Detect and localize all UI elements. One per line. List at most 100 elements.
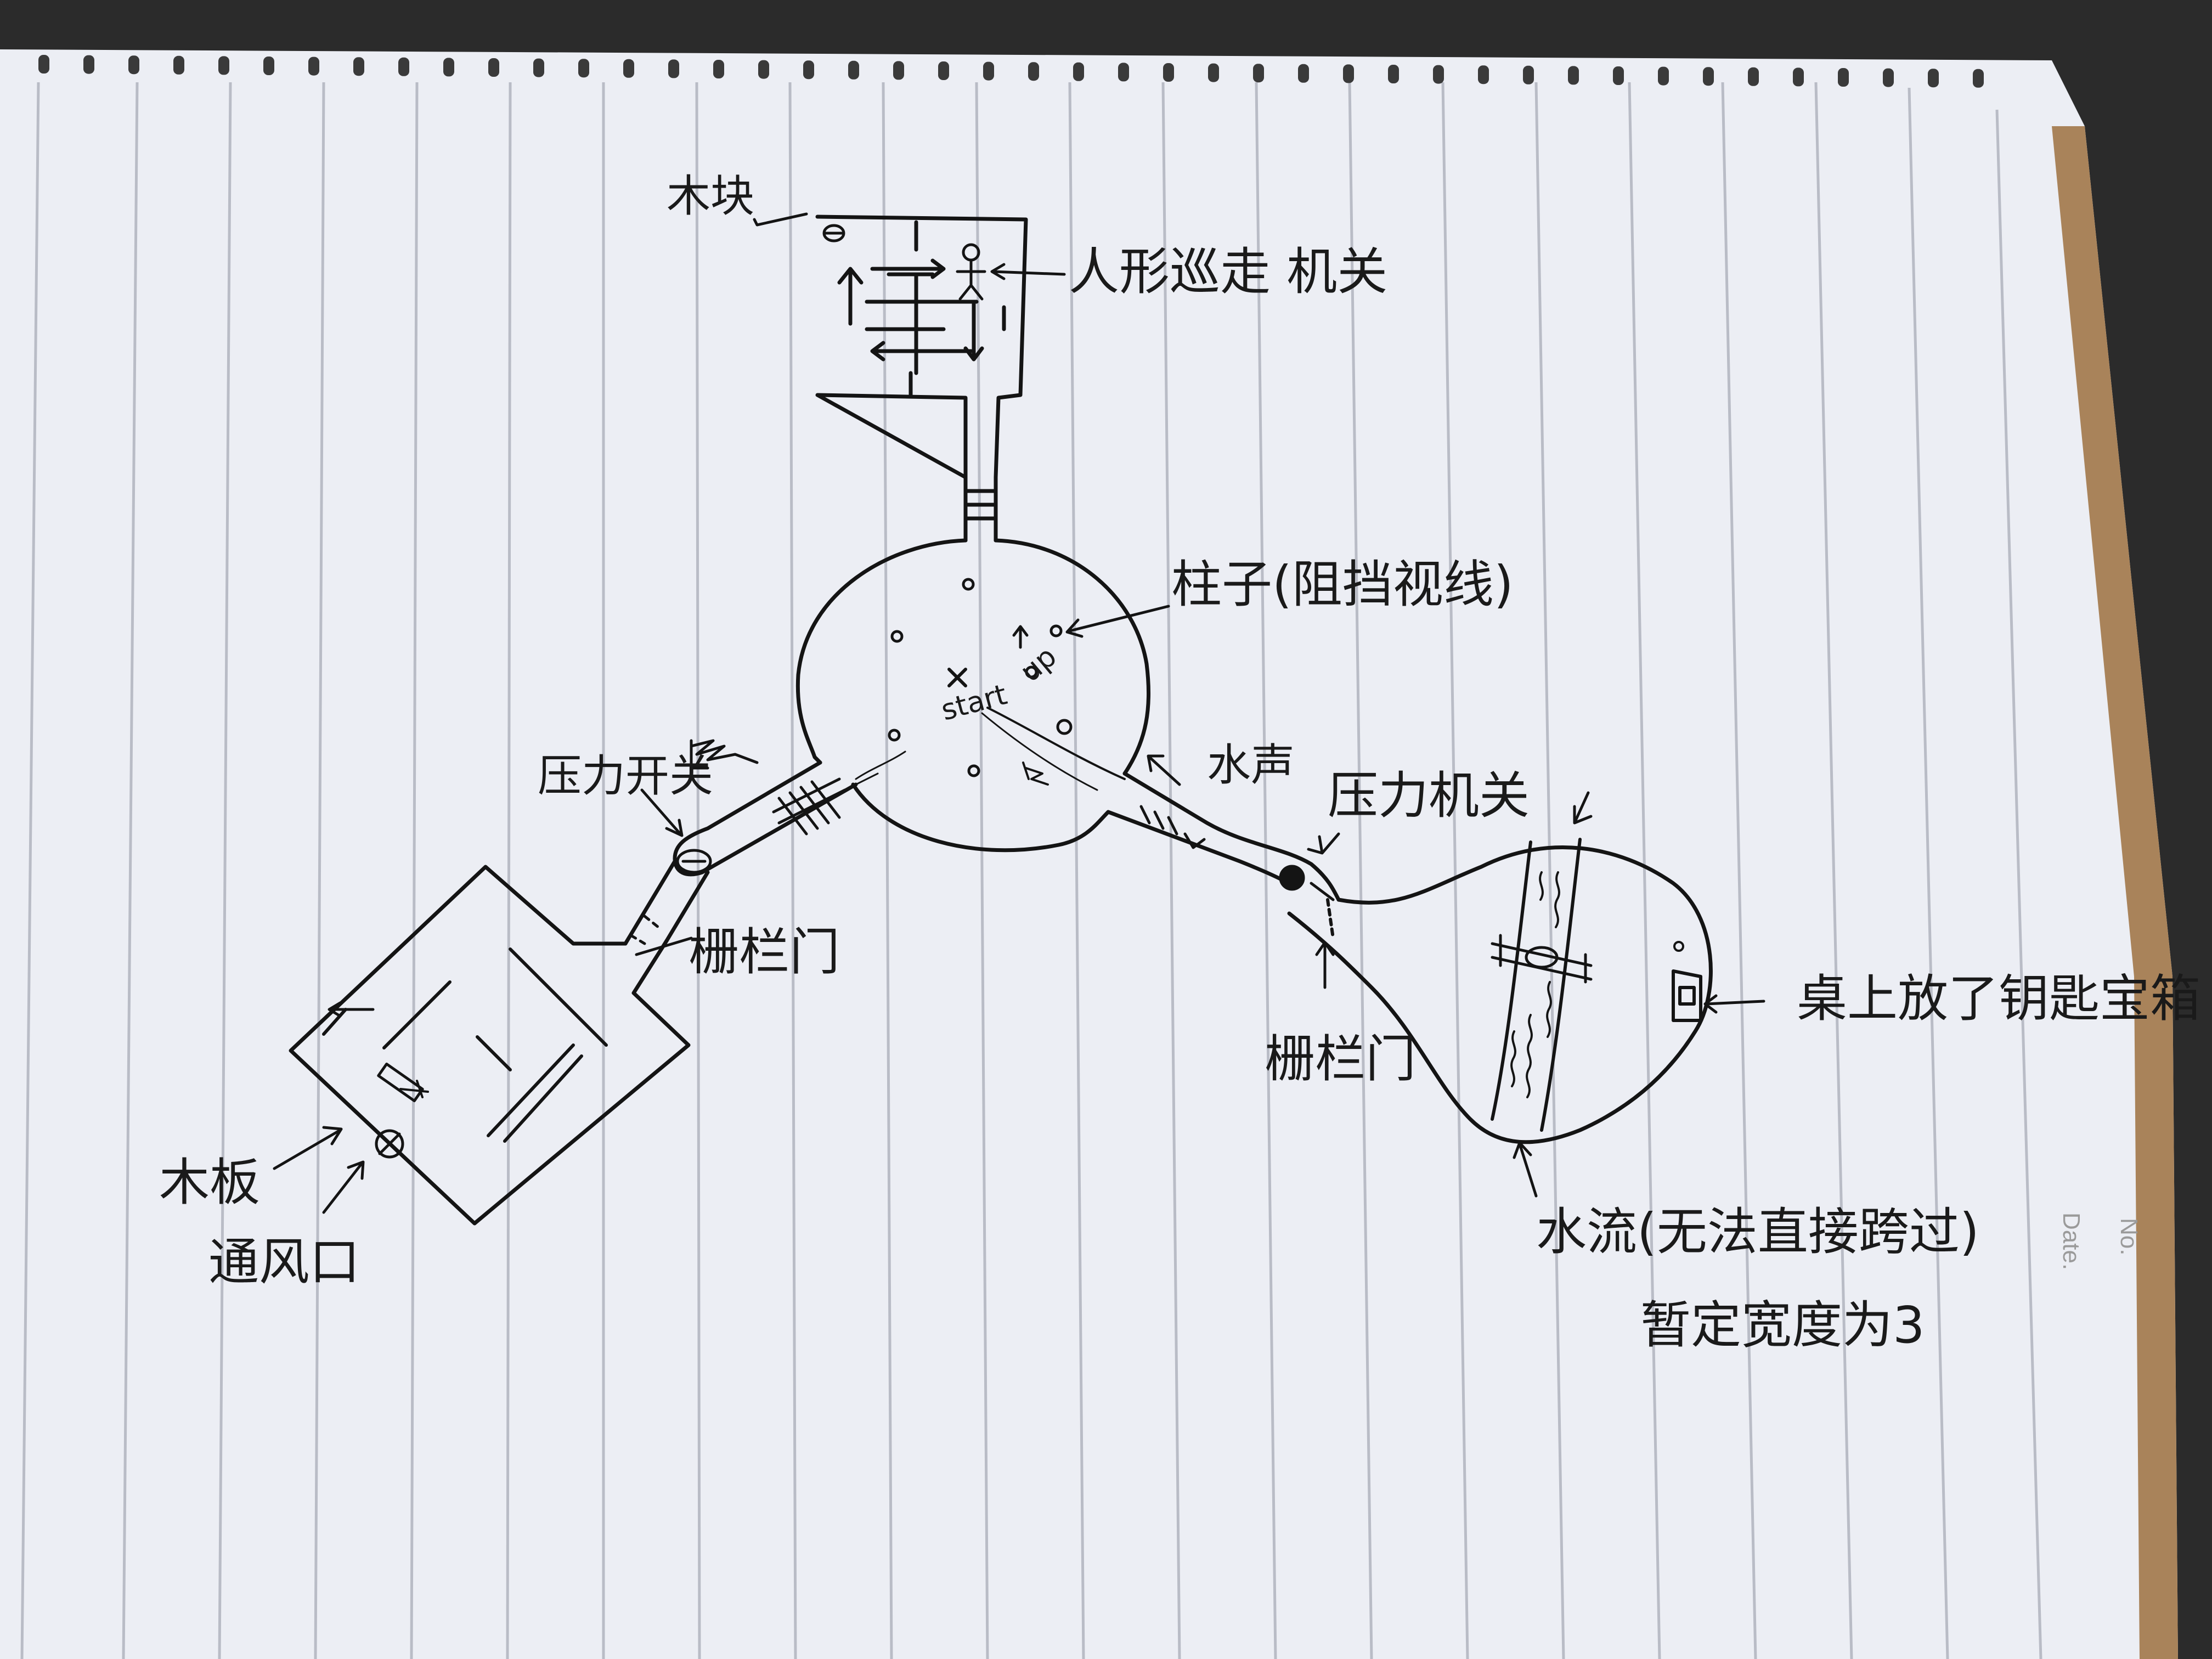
binding-hole	[308, 57, 319, 76]
binding-hole	[1838, 68, 1849, 87]
arrow-icon	[322, 1160, 365, 1214]
binding-hole	[893, 61, 904, 80]
label-width-note: 暂定宽度为3	[1640, 1296, 1925, 1355]
pressure-plate-right-icon	[1279, 865, 1305, 891]
label-pressure-switch-right: 压力机关	[1328, 766, 1530, 825]
arrow-icon	[1065, 605, 1170, 638]
left-corridor-grate	[772, 777, 847, 836]
binding-hole	[38, 55, 49, 74]
binding-hole	[353, 57, 364, 76]
binding-hole	[1658, 66, 1669, 86]
ruled-lines	[20, 82, 2042, 1659]
binding-hole	[713, 60, 724, 78]
top-corridor-walls	[963, 475, 998, 543]
arrow-icon	[963, 300, 984, 362]
arrow-icon	[753, 212, 808, 227]
binding-hole	[128, 55, 139, 75]
binding-hole	[623, 59, 634, 78]
binding-hole	[1388, 65, 1399, 83]
pillar-icon	[1025, 665, 1038, 679]
binding-hole	[1118, 63, 1129, 82]
label-plank: 木板	[159, 1153, 261, 1212]
paper-sheet	[0, 49, 2178, 1659]
pillar-dots	[888, 578, 1073, 777]
key-chest-desk-icon	[1672, 969, 1702, 1022]
binding-hole	[1568, 66, 1579, 85]
binding-hole	[1703, 67, 1714, 86]
binding-hole	[938, 61, 949, 80]
label-pressure-switch-left: 压力开关	[538, 751, 713, 802]
gate-left-dashes	[629, 915, 660, 945]
vent-icon	[375, 1129, 404, 1159]
notebook-no-field: No.	[2115, 1218, 2142, 1256]
binding-hole	[533, 58, 544, 77]
arrow-icon	[1307, 832, 1340, 855]
binding-hole	[443, 58, 454, 77]
binding-hole	[488, 58, 499, 77]
up-arrow-icon	[1012, 625, 1029, 649]
spiral-binding-holes	[38, 55, 1984, 88]
binding-hole	[1433, 65, 1444, 84]
arrow-icon	[1703, 994, 1765, 1014]
binding-hole	[1073, 62, 1084, 81]
binding-hole	[83, 55, 94, 74]
right-corridor-grate	[1139, 805, 1178, 836]
pillar-icon	[1049, 624, 1063, 637]
pillar-icon	[888, 729, 901, 742]
humanoid-figure-icon	[956, 243, 986, 301]
bridge-plank-icon	[1491, 934, 1593, 984]
right-room-outline	[1287, 845, 1713, 1144]
pressure-plate-left-icon	[676, 849, 712, 874]
water-sound-lines	[986, 707, 1126, 780]
label-wood-block: 木块	[667, 171, 754, 222]
binding-hole	[1343, 64, 1354, 83]
binding-hole	[1748, 67, 1759, 86]
arrow-icon	[273, 1126, 343, 1170]
binding-hole	[263, 57, 274, 75]
arrow-icon	[1147, 754, 1181, 786]
top-room-outline	[815, 215, 1028, 479]
binding-hole	[1478, 65, 1489, 84]
pillar-icon	[967, 764, 980, 777]
arrow-icon	[640, 788, 684, 837]
binding-hole	[1253, 64, 1264, 83]
label-water-flow: 水流(无法直接跨过)	[1536, 1203, 1979, 1261]
arrow-icon	[1573, 791, 1593, 825]
binding-hole	[758, 60, 769, 79]
central-room-outline	[795, 538, 1151, 853]
notebook-edge	[2052, 126, 2178, 1659]
binding-hole	[1973, 69, 1984, 88]
left-room-inner-lines	[322, 947, 608, 1137]
scribble-icon	[690, 739, 759, 764]
binding-hole	[1163, 63, 1174, 82]
label-water-sound: 水声	[1207, 740, 1295, 791]
binding-hole	[1793, 67, 1804, 87]
scribble-icon	[1022, 761, 1049, 786]
wood-block-icon	[822, 224, 845, 242]
arrow-icon	[990, 263, 1066, 280]
binding-hole	[398, 57, 409, 76]
binding-hole	[173, 55, 184, 75]
gate-right-dashes	[1326, 898, 1335, 940]
label-desk-key-chest: 桌上放了钥匙宝箱	[1797, 969, 2201, 1028]
arrow-icon	[328, 1001, 375, 1018]
binding-hole	[668, 59, 679, 78]
binding-hole	[218, 56, 229, 75]
label-gate-right: 栅栏门	[1265, 1030, 1417, 1088]
binding-hole	[1883, 68, 1894, 87]
label-gate-left: 栅栏门	[689, 923, 840, 981]
map-drawing	[273, 212, 1765, 1226]
left-corridor-walls	[623, 760, 858, 946]
label-humanoid-trap: 人形巡走 机关	[1069, 242, 1388, 301]
arrow-icon	[870, 341, 973, 362]
pillar-icon	[962, 578, 975, 591]
binding-hole	[1298, 64, 1309, 83]
pillar-icon	[890, 630, 904, 643]
notebook-date-field: Date.	[2058, 1212, 2085, 1271]
start-marker-icon	[947, 668, 967, 687]
binding-hole	[983, 61, 994, 81]
pillar-icon	[1056, 719, 1073, 735]
binding-hole	[803, 60, 814, 80]
label-pillar: 柱子(阻挡视线)	[1171, 555, 1514, 614]
binding-hole	[1028, 62, 1039, 81]
